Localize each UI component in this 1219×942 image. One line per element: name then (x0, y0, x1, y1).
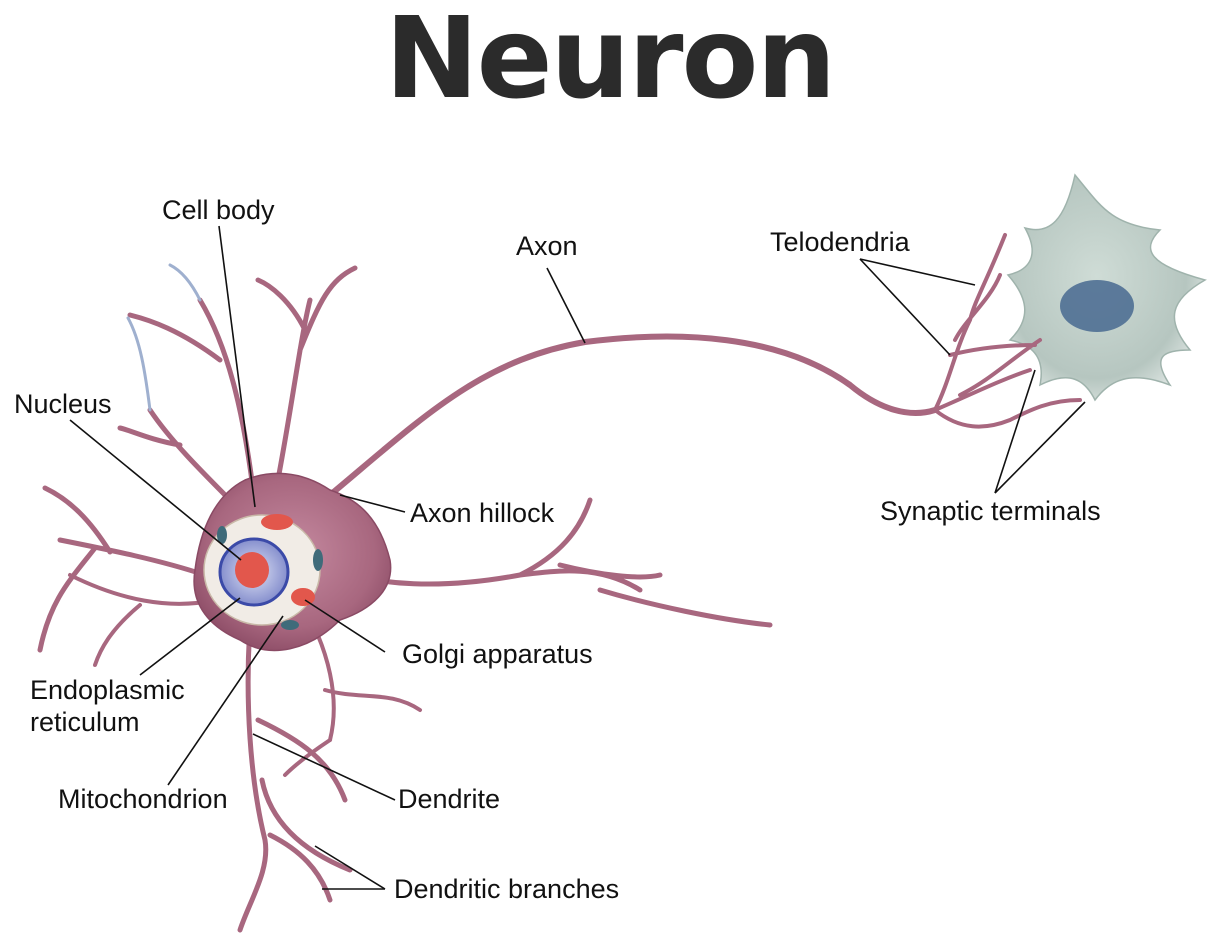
label-endoplasmic: Endoplasmic (30, 675, 185, 705)
cell-body (193, 472, 392, 652)
target-cell (1006, 173, 1207, 402)
page-title: Neuron (384, 0, 836, 124)
label-axon: Axon (516, 231, 578, 261)
mitochondrion-left (217, 526, 227, 544)
label-telodendria: Telodendria (770, 227, 911, 257)
axon-fiber (327, 233, 1082, 498)
label-golgi-apparatus: Golgi apparatus (402, 639, 593, 669)
mitochondrion-organelle (281, 620, 299, 630)
label-dendrite: Dendrite (398, 784, 500, 814)
label-nucleus: Nucleus (14, 389, 112, 419)
target-nucleus (1060, 280, 1134, 332)
label-synaptic-terminals: Synaptic terminals (880, 496, 1101, 526)
label-axon-hillock: Axon hillock (410, 498, 555, 528)
nucleolus (235, 552, 269, 588)
labels: Cell body Axon Telodendria Nucleus Axon … (14, 195, 1101, 904)
golgi-body-top (261, 514, 293, 530)
leader-lines (69, 225, 1086, 890)
mitochondria (313, 549, 323, 571)
label-mitochondrion: Mitochondrion (58, 784, 228, 814)
golgi-body (291, 588, 315, 606)
label-reticulum: reticulum (30, 707, 140, 737)
label-dendritic-branches: Dendritic branches (394, 874, 619, 904)
dendrites (37, 263, 773, 933)
label-cell-body: Cell body (162, 195, 275, 225)
